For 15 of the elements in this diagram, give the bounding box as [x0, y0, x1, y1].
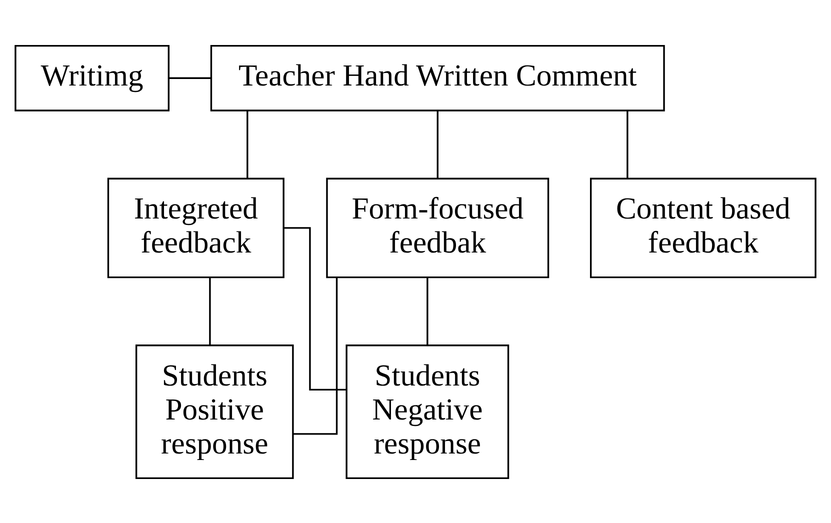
node-box: Students Negative response: [346, 344, 510, 479]
connector: [293, 277, 338, 434]
node-box: Writimg: [14, 44, 170, 111]
connector: [426, 277, 428, 344]
node-box: Teacher Hand Written Comment: [210, 44, 665, 111]
node-box: Students Positive response: [135, 344, 294, 479]
connector: [168, 76, 211, 78]
connector: [436, 110, 438, 178]
connector: [626, 110, 628, 178]
node-box: Form-focused feedbak: [326, 177, 550, 278]
node-box: Content based feedback: [590, 177, 816, 278]
node-box: Integreted feedback: [107, 177, 284, 278]
connector: [209, 277, 211, 344]
connector: [246, 110, 248, 178]
connector: [284, 226, 346, 390]
